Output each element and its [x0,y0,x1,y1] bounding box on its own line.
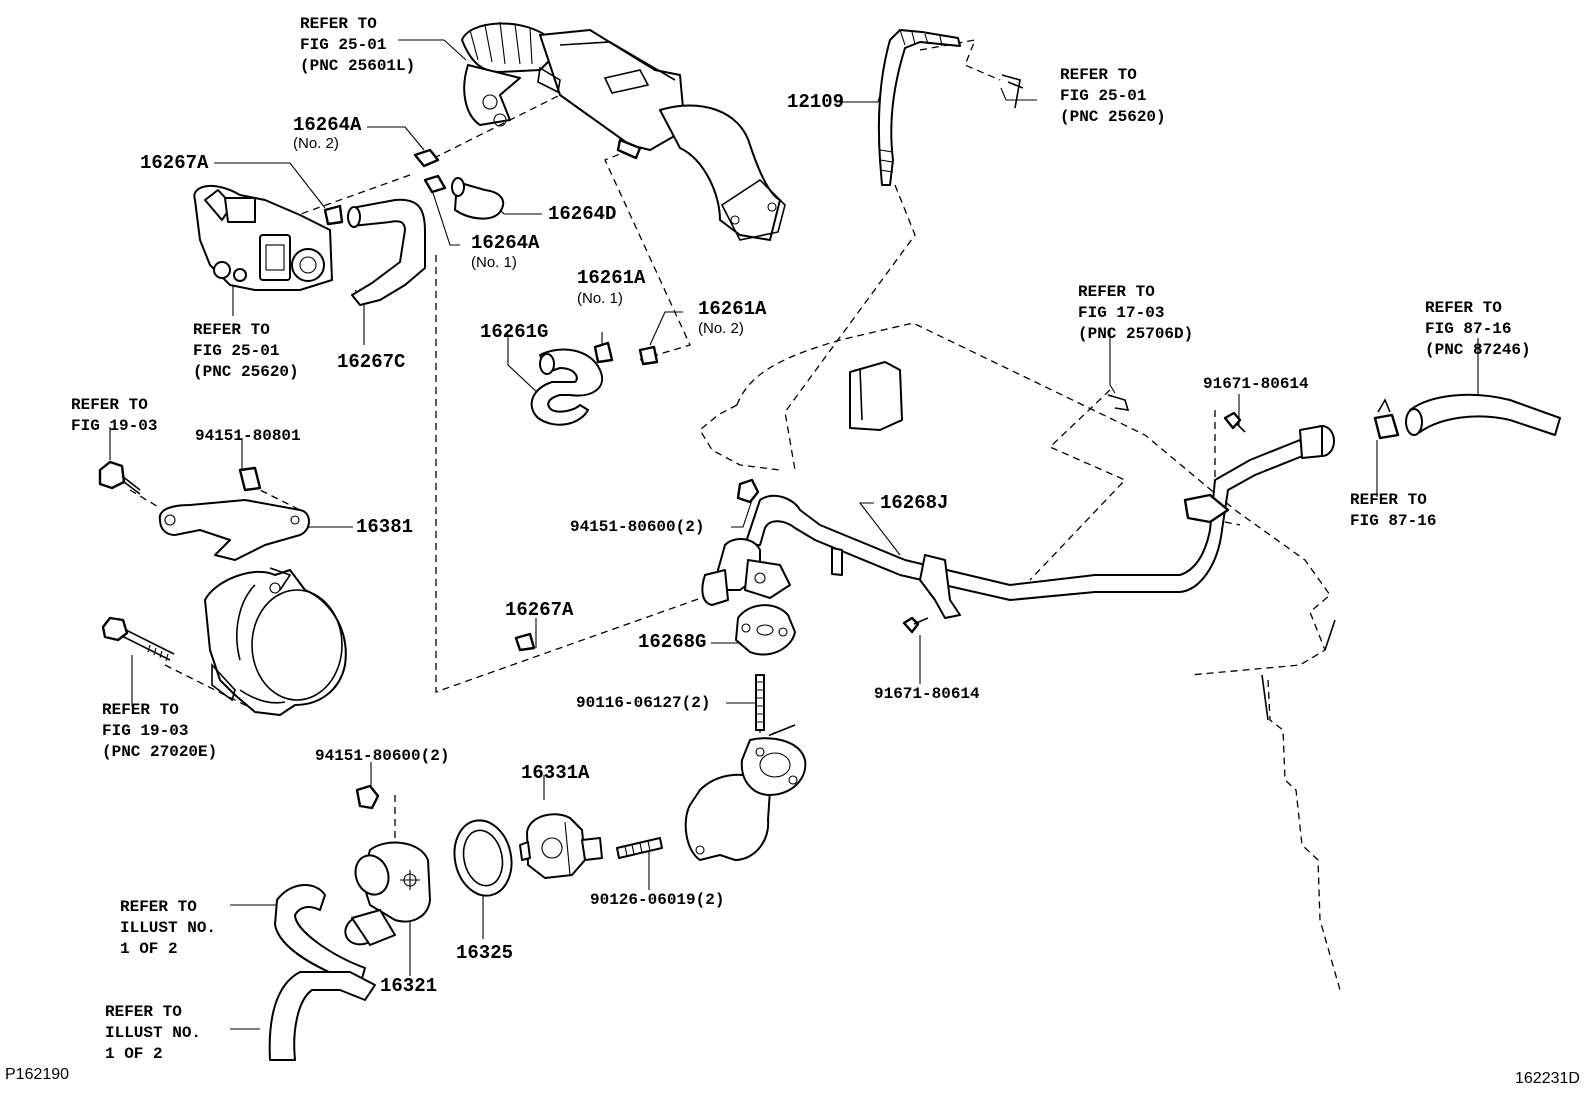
part-16325: 16325 [456,942,514,964]
ref-illust-1: REFER TO ILLUST NO. 1 OF 2 [120,898,217,958]
stud-90126 [616,837,663,859]
part-16264A-no2-note: (No. 2) [293,135,339,152]
part-90126-06019: 90126-06019(2) [590,891,725,909]
part-16267A-top: 16267A [140,152,209,174]
bolts [98,411,1246,810]
ref-fig-19-03: REFER TO FIG 19-03 [71,396,158,435]
part-16268J: 16268J [880,492,949,514]
ref-egr-cooler: REFER TO FIG 25-01 (PNC 25601L) [300,15,416,75]
part-16331A: 16331A [521,762,590,784]
ref-fig-87-16-pnc: REFER TO FIG 87-16 (PNC 87246) [1425,299,1531,359]
egr-pipe-stub [1001,74,1024,109]
water-pipe-16268J [701,425,1335,619]
part-16261A-no2-note: (No. 2) [698,320,744,337]
thermostat-16331A [519,813,603,879]
part-94151-80801: 94151-80801 [195,427,301,445]
ref-egr-pipe: REFER TO FIG 25-01 (PNC 25620) [1060,66,1166,126]
thermostat-housing [684,724,807,861]
alternator [204,567,347,716]
part-16321: 16321 [380,975,438,997]
part-16264D: 16264D [548,203,617,225]
part-16261A-no2: 16261A [698,298,767,320]
stud-90116 [755,674,765,731]
part-16264A-no2: 16264A [293,114,362,136]
part-16267C: 16267C [337,351,406,373]
lower-hoses [268,883,376,1061]
footer-right-code: 162231D [1515,1070,1580,1087]
egr-valve [193,184,333,291]
part-90116-06127: 90116-06127(2) [576,694,711,712]
part-91671-80614-upper: 91671-80614 [1203,375,1309,393]
gasket-16268G [735,604,796,656]
hoses-and-clamps [323,148,505,306]
part-16261A-no1-note: (No. 1) [577,290,623,307]
part-16267A-mid: 16267A [505,599,574,621]
part-16264A-no1-note: (No. 1) [471,254,517,271]
pipe-fitting-17-03 [1107,394,1130,411]
water-inlet-16321 [344,841,431,946]
egr-cooler [461,21,786,241]
leader-lines [109,39,1479,1030]
ref-fig-87-16: REFER TO FIG 87-16 [1350,491,1437,530]
part-16261G: 16261G [480,321,549,343]
part-91671-80614-lower: 91671-80614 [874,685,980,703]
heater-hose [1373,393,1561,440]
ref-fig-17-03: REFER TO FIG 17-03 (PNC 25706D) [1078,283,1194,343]
part-12109: 12109 [787,91,845,113]
gasket-16325 [453,819,513,897]
ref-fig-19-03-pnc: REFER TO FIG 19-03 (PNC 27020E) [102,701,218,761]
part-16264A-no1: 16264A [471,232,540,254]
part-16381: 16381 [356,516,414,538]
part-94151-80600-upper: 94151-80600(2) [570,518,705,536]
part-16268G: 16268G [638,631,707,653]
part-16261A-no1: 16261A [577,267,646,289]
part-94151-80600-lower: 94151-80600(2) [315,747,450,765]
hose-12109 [877,29,961,186]
engine-block-outline [699,322,1341,991]
ref-egr-valve: REFER TO FIG 25-01 (PNC 25620) [193,321,299,381]
hose-16261G [530,341,659,426]
footer-left-code: P162190 [5,1066,70,1083]
engine-head-top [849,361,903,431]
bracket-16381 [158,466,310,561]
ref-illust-2: REFER TO ILLUST NO. 1 OF 2 [105,1003,202,1063]
